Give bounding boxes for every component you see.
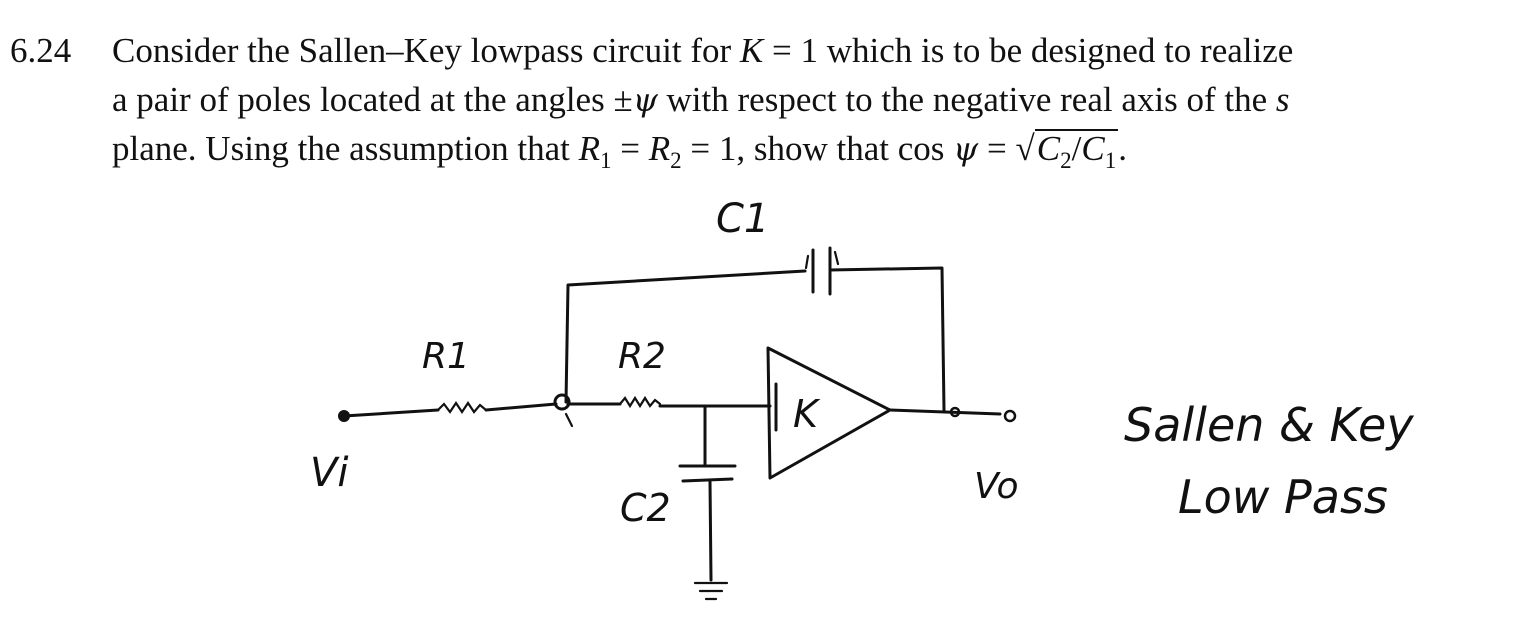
ground-symbol <box>693 581 729 601</box>
wire-feedback-left <box>564 269 807 404</box>
junction-mark <box>564 412 574 428</box>
wire-feedback-right <box>828 266 946 412</box>
problem-text: Consider the Sallen–Key lowpass circuit … <box>112 26 1457 173</box>
label-vo: Vo <box>974 466 1019 507</box>
caption-line-2: Low Pass <box>1178 470 1388 524</box>
variable-psi: ψ <box>953 130 979 168</box>
label-c1: C1 <box>716 196 770 242</box>
wire-input <box>342 408 440 418</box>
variable-c2: C <box>1036 129 1061 168</box>
label-r1: R1 <box>422 336 470 377</box>
resistor-r2 <box>618 395 662 409</box>
wire-r1-node <box>484 402 558 412</box>
text-run: plane. Using the assumption that <box>112 129 579 168</box>
problem-line-1: Consider the Sallen–Key lowpass circuit … <box>112 26 1457 75</box>
resistor-r1 <box>436 401 488 414</box>
period: . <box>1118 129 1127 168</box>
label-c2: C2 <box>620 486 671 530</box>
caption-line-1: Sallen & Key <box>1124 398 1414 452</box>
problem-line-3: plane. Using the assumption that R1 = R2… <box>112 124 1457 173</box>
subscript: 1 <box>600 148 612 173</box>
capacitor-c1-marks <box>804 250 840 270</box>
label-k: K <box>793 392 818 436</box>
text-run: = 1, show that cos <box>681 129 954 168</box>
output-terminal <box>1003 409 1017 423</box>
output-node <box>949 406 961 418</box>
text-run: Consider the Sallen–Key lowpass circuit … <box>112 31 740 70</box>
problem-line-2: a pair of poles located at the angles ±ψ… <box>112 75 1457 124</box>
variable-c1: C <box>1081 129 1105 168</box>
capacitor-c1 <box>811 246 832 296</box>
text-run: a pair of poles located at the angles ± <box>112 80 633 119</box>
equals-sign: = <box>611 129 649 168</box>
variable-psi: ψ <box>632 81 658 119</box>
wire-output <box>888 408 1002 416</box>
variable-r1: R <box>578 129 600 168</box>
wire-c2-ground <box>708 479 713 582</box>
variable-s: s <box>1275 80 1290 119</box>
sqrt-radicand: C2/C1 <box>1034 129 1119 173</box>
variable-k: K <box>739 31 764 70</box>
opamp-triangle <box>766 346 892 480</box>
text-run: = 1 which is to be designed to realize <box>763 31 1294 70</box>
text-run: with respect to the negative real axis o… <box>657 80 1276 119</box>
equals-sign: = <box>978 129 1016 168</box>
label-r2: R2 <box>618 336 666 377</box>
subscript: 2 <box>1060 148 1072 173</box>
junction-node <box>553 393 571 411</box>
problem-number: 6.24 <box>10 31 72 70</box>
capacitor-c2 <box>678 464 737 483</box>
variable-r2: R <box>648 129 671 168</box>
subscript: 1 <box>1104 148 1117 173</box>
slash: / <box>1071 129 1082 168</box>
label-vi: Vi <box>310 450 349 496</box>
sqrt-symbol: √ <box>1015 129 1035 168</box>
subscript: 2 <box>670 148 682 173</box>
